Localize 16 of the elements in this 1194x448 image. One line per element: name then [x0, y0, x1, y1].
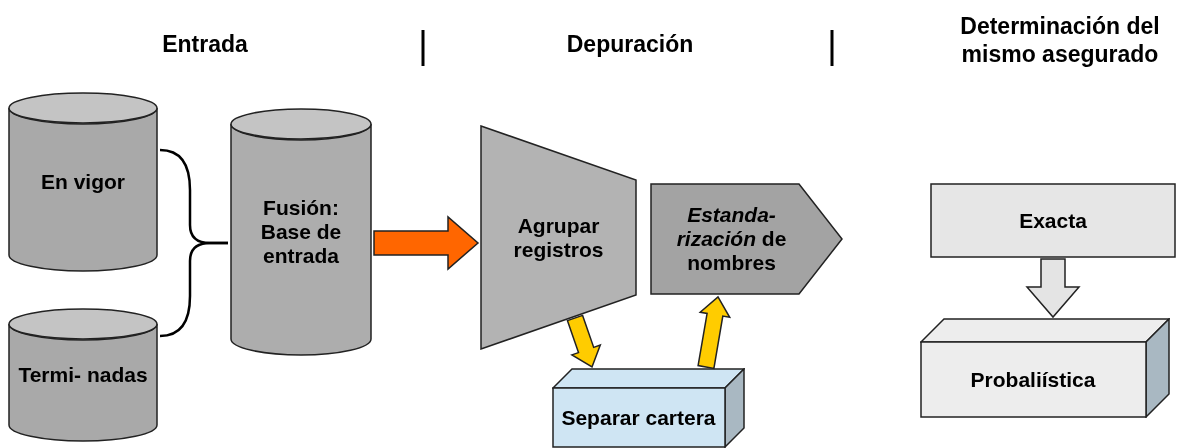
block-arrow [1025, 258, 1081, 319]
node-label: Estanda- rización de nombres [675, 203, 788, 275]
node-label: Separar cartera [561, 406, 716, 430]
node-label: Agrupar registros [512, 213, 605, 262]
column-heading: Depuración [565, 30, 695, 58]
brace-connector [159, 241, 228, 338]
node-label: Termi- nadas [18, 363, 148, 387]
node-label: Probaliística [970, 368, 1096, 392]
node-label: En vigor [41, 170, 125, 194]
node-label: Exacta [1019, 208, 1087, 233]
block-arrow [697, 295, 732, 370]
block-arrow [566, 314, 602, 369]
column-heading: Entrada [161, 30, 249, 58]
column-heading: Determinación del mismo asegurado [959, 12, 1161, 68]
block-arrow [373, 215, 480, 271]
node-label: Fusión: Base de entrada [259, 196, 343, 268]
